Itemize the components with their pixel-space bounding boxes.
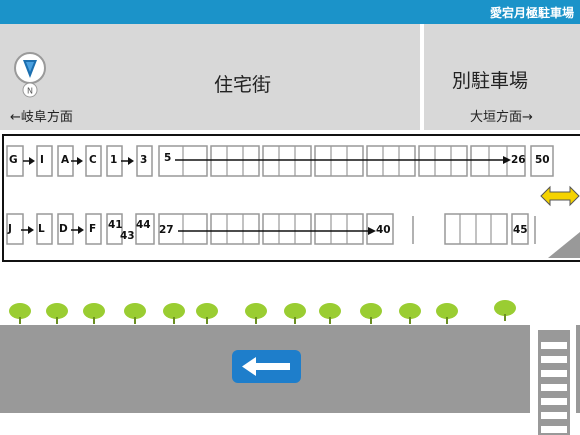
tree-icon bbox=[399, 303, 421, 324]
parking-space-row-top bbox=[158, 145, 526, 177]
space-label: D bbox=[59, 223, 68, 235]
space-label: 50 bbox=[535, 154, 550, 166]
parking-space-row-bottom-right bbox=[444, 213, 508, 245]
tree-icon bbox=[436, 303, 458, 324]
range-arrow-bottom bbox=[178, 227, 376, 235]
tree-icon bbox=[196, 303, 218, 324]
tree-icon bbox=[46, 303, 68, 324]
traffic-direction-arrow-icon bbox=[242, 357, 290, 376]
traffic-direction-sign bbox=[232, 350, 301, 383]
direction-right-label: 大垣方面→ bbox=[470, 110, 533, 125]
pair-arrows bbox=[21, 157, 134, 234]
tree-icon bbox=[124, 303, 146, 324]
parking-space bbox=[36, 213, 53, 245]
lot-corner-edge bbox=[548, 232, 580, 258]
space-label: I bbox=[40, 154, 44, 166]
svg-text:N: N bbox=[27, 87, 33, 96]
space-label: 43 bbox=[120, 230, 135, 242]
parking-space bbox=[530, 145, 554, 177]
compass-icon: N bbox=[14, 52, 46, 98]
parking-space bbox=[57, 213, 74, 245]
crosswalk bbox=[538, 330, 570, 435]
space-label: L bbox=[38, 223, 45, 235]
space-label: G bbox=[9, 154, 18, 166]
space-label: A bbox=[61, 154, 70, 166]
tree-icon bbox=[284, 303, 306, 324]
parking-space bbox=[6, 213, 24, 245]
page-title: 愛宕月極駐車場 bbox=[489, 6, 574, 20]
residential-area bbox=[0, 24, 420, 130]
parking-space bbox=[85, 145, 102, 177]
parking-space bbox=[136, 145, 153, 177]
tree-icon bbox=[245, 303, 267, 324]
header-bar: 愛宕月極駐車場 bbox=[0, 0, 580, 24]
space-label: 41 bbox=[108, 219, 123, 231]
parking-space bbox=[135, 213, 155, 245]
direction-left-label: ←岐阜方面 bbox=[10, 110, 73, 125]
range-end-label: 26 bbox=[511, 154, 526, 166]
parking-space bbox=[511, 213, 529, 245]
other-parking-label: 別駐車場 bbox=[452, 70, 529, 92]
tree-icon bbox=[9, 303, 31, 324]
space-label: 45 bbox=[513, 224, 528, 236]
tree-row bbox=[9, 300, 516, 324]
residential-label: 住宅街 bbox=[214, 74, 272, 96]
tree-icon bbox=[360, 303, 382, 324]
parking-space bbox=[85, 213, 102, 245]
other-parking-area bbox=[424, 24, 580, 130]
space-label: J bbox=[8, 223, 12, 235]
parking-space-row-bottom bbox=[158, 213, 394, 245]
space-label: C bbox=[89, 154, 97, 166]
space-label: F bbox=[89, 223, 97, 235]
entrance-arrow-icon bbox=[540, 185, 580, 207]
tree-icon bbox=[319, 303, 341, 324]
parking-space bbox=[36, 145, 53, 177]
tree-icon bbox=[83, 303, 105, 324]
range-end-label: 40 bbox=[376, 224, 391, 236]
range-start-label: 5 bbox=[164, 152, 172, 164]
range-arrow-top bbox=[175, 156, 511, 164]
tree-icon bbox=[494, 300, 516, 321]
space-label: 1 bbox=[110, 154, 118, 166]
space-label: 3 bbox=[140, 154, 148, 166]
tree-icon bbox=[163, 303, 185, 324]
range-start-label: 27 bbox=[159, 224, 174, 236]
parking-space bbox=[106, 213, 123, 245]
space-label: 44 bbox=[136, 219, 151, 231]
